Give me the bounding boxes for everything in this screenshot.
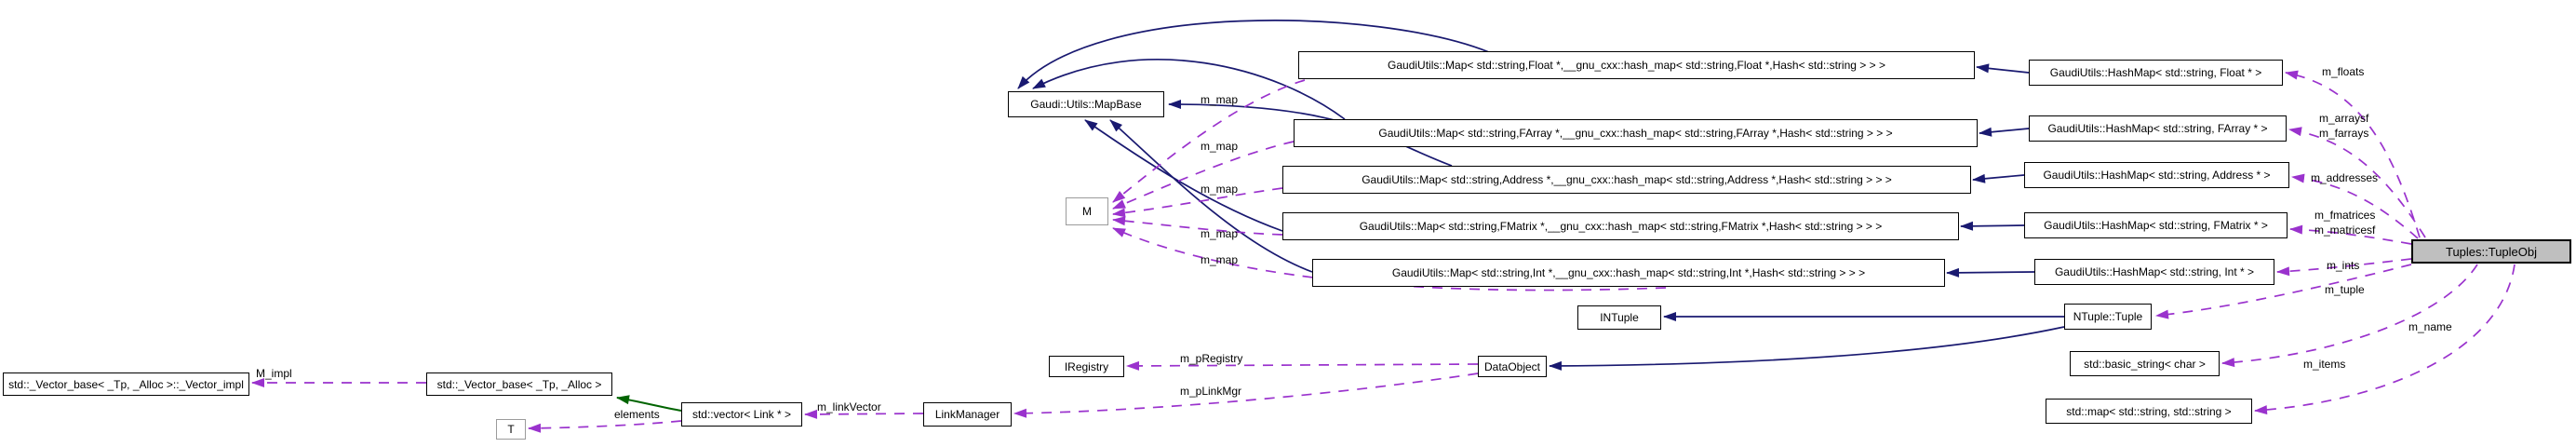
label-m-addresses: m_addresses bbox=[2311, 171, 2379, 184]
edge-ntuple-dataobject bbox=[1549, 326, 2065, 371]
node-map-int[interactable]: GaudiUtils::Map< std::string,Int *,__gnu… bbox=[1312, 259, 1945, 287]
label-m-plinkmgr: m_pLinkMgr bbox=[1180, 385, 1242, 398]
edge-mapfloat-mapbase bbox=[1017, 20, 1490, 89]
node-map-address[interactable]: GaudiUtils::Map< std::string,Address *,_… bbox=[1282, 166, 1971, 194]
edge-hashmapaddress-mapaddress bbox=[1972, 173, 2025, 183]
node-mapbase[interactable]: Gaudi::Utils::MapBase bbox=[1008, 91, 1164, 117]
node-vector-impl[interactable]: std::_Vector_base< _Tp, _Alloc >::_Vecto… bbox=[3, 372, 249, 396]
node-tupleobj[interactable]: Tuples::TupleObj bbox=[2411, 239, 2571, 264]
edge-m-name bbox=[2221, 264, 2478, 368]
node-hashmap-address[interactable]: GaudiUtils::HashMap< std::string, Addres… bbox=[2024, 162, 2289, 188]
label-m-linkvector: m_linkVector bbox=[817, 400, 881, 413]
edge-m-items bbox=[2254, 264, 2516, 415]
node-hashmap-float[interactable]: GaudiUtils::HashMap< std::string, Float … bbox=[2029, 60, 2283, 86]
node-map-fmatrix[interactable]: GaudiUtils::Map< std::string,FMatrix *,_… bbox=[1282, 212, 1959, 240]
label-m-impl: M_impl bbox=[256, 367, 292, 380]
edge-mapfarray-mapbase bbox=[1032, 59, 1346, 120]
edge-m-farrays bbox=[2288, 127, 2426, 238]
label-m-floats: m_floats bbox=[2322, 65, 2365, 78]
label-m-items: m_items bbox=[2303, 358, 2346, 371]
edge-m-plinkmgr bbox=[1013, 372, 1479, 418]
edge-m-pregistry bbox=[1126, 360, 1479, 371]
label-m-pregistry: m_pRegistry bbox=[1180, 352, 1243, 365]
node-std-map[interactable]: std::map< std::string, std::string > bbox=[2046, 399, 2252, 424]
node-vector-link[interactable]: std::vector< Link * > bbox=[681, 402, 802, 427]
edge-hashmapfarray-mapfarray bbox=[1979, 127, 2030, 137]
node-hashmap-int[interactable]: GaudiUtils::HashMap< std::string, Int * … bbox=[2034, 259, 2274, 285]
node-map-farray[interactable]: GaudiUtils::Map< std::string,FArray *,__… bbox=[1294, 119, 1978, 147]
label-m-ints: m_ints bbox=[2327, 259, 2360, 272]
edge-mapint-mapbase bbox=[1109, 119, 1313, 273]
edge-m-fmatrices bbox=[2289, 224, 2412, 245]
label-m-farrays: m_farrays bbox=[2319, 127, 2369, 140]
edge-m-floats bbox=[2285, 70, 2421, 238]
label-m-map-5: m_map bbox=[1201, 253, 1239, 266]
node-hashmap-fmatrix[interactable]: GaudiUtils::HashMap< std::string, FMatri… bbox=[2024, 212, 2288, 238]
edge-m-tuple bbox=[2155, 264, 2412, 319]
node-map-float[interactable]: GaudiUtils::Map< std::string,Float *,__g… bbox=[1298, 51, 1975, 79]
edge-vectorlink-vectorbase bbox=[616, 395, 682, 412]
edge-mmap-float bbox=[1112, 79, 1306, 203]
edge-mmap-fmatrix bbox=[1112, 216, 1283, 236]
edge-hashmapfmatrix-mapfmatrix bbox=[1960, 221, 2025, 231]
edge-m-linkvector bbox=[804, 409, 924, 419]
edge-m-ints bbox=[2276, 258, 2412, 277]
label-m-arraysf: m_arraysf bbox=[2319, 112, 2369, 125]
label-m-name: m_name bbox=[2408, 320, 2452, 333]
node-iregistry[interactable]: IRegistry bbox=[1049, 356, 1124, 377]
label-m-map-4: m_map bbox=[1201, 227, 1239, 240]
label-m-tuple: m_tuple bbox=[2325, 283, 2365, 296]
node-m-param[interactable]: M bbox=[1066, 197, 1108, 225]
edge-mmap-farray bbox=[1112, 141, 1295, 210]
edge-hashmapint-mapint bbox=[1946, 267, 2035, 278]
node-vector-base[interactable]: std::_Vector_base< _Tp, _Alloc > bbox=[426, 372, 612, 396]
label-m-map-2: m_map bbox=[1201, 140, 1239, 153]
node-t-param[interactable]: T bbox=[496, 419, 526, 440]
node-intuple[interactable]: INTuple bbox=[1577, 305, 1661, 330]
node-dataobject[interactable]: DataObject bbox=[1478, 356, 1547, 377]
label-m-matricesf: m_matricesf bbox=[2314, 224, 2376, 237]
label-elements: elements bbox=[614, 408, 660, 421]
node-linkmanager[interactable]: LinkManager bbox=[923, 402, 1012, 427]
node-basic-string[interactable]: std::basic_string< char > bbox=[2070, 351, 2220, 376]
label-m-map-1: m_map bbox=[1201, 93, 1239, 106]
label-m-fmatrices: m_fmatrices bbox=[2314, 209, 2376, 222]
node-hashmap-farray[interactable]: GaudiUtils::HashMap< std::string, FArray… bbox=[2029, 115, 2287, 142]
edge-m-addresses bbox=[2291, 173, 2419, 239]
label-m-map-3: m_map bbox=[1201, 183, 1239, 196]
edge-hashmapfloat-mapfloat bbox=[1976, 63, 2030, 74]
edge-elements bbox=[528, 420, 682, 433]
node-ntuple[interactable]: NTuple::Tuple bbox=[2064, 304, 2152, 330]
edge-mmap-address bbox=[1112, 187, 1283, 218]
